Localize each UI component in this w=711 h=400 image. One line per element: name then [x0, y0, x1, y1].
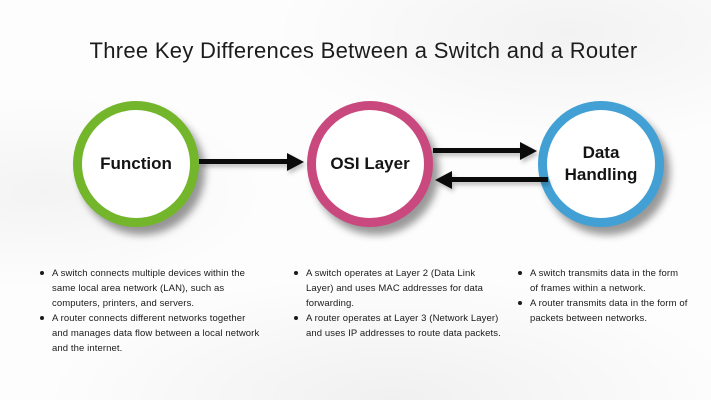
node-osi-layer-label: OSI Layer	[330, 154, 410, 173]
list-item: A switch operates at Layer 2 (Data Link …	[294, 266, 502, 311]
list-item: A switch connects multiple devices withi…	[40, 266, 264, 311]
arrow-right-icon	[433, 141, 537, 160]
arrow-right-icon	[199, 152, 304, 171]
bullet-list: A switch transmits data in the form of f…	[518, 266, 688, 326]
list-item: A switch transmits data in the form of f…	[518, 266, 688, 296]
column-osi-layer-bullets: A switch operates at Layer 2 (Data Link …	[294, 266, 502, 341]
node-function: Function	[73, 101, 199, 227]
slide-title: Three Key Differences Between a Switch a…	[89, 38, 638, 63]
list-item: A router connects different networks tog…	[40, 311, 264, 356]
column-data-handling-bullets: A switch transmits data in the form of f…	[518, 266, 688, 326]
node-data-handling: Data Handling	[538, 101, 664, 227]
column-function-bullets: A switch connects multiple devices withi…	[40, 266, 264, 356]
node-osi-layer: OSI Layer	[307, 101, 433, 227]
node-function-label: Function	[100, 154, 172, 173]
node-data-handling-label: Data Handling	[564, 143, 638, 184]
list-item: A router operates at Layer 3 (Network La…	[294, 313, 501, 339]
bullet-list: A switch operates at Layer 2 (Data Link …	[294, 266, 502, 341]
bullet-list: A switch connects multiple devices withi…	[40, 266, 264, 356]
list-item: A router transmits data in the form of p…	[518, 298, 688, 324]
arrow-left-icon	[435, 170, 548, 189]
